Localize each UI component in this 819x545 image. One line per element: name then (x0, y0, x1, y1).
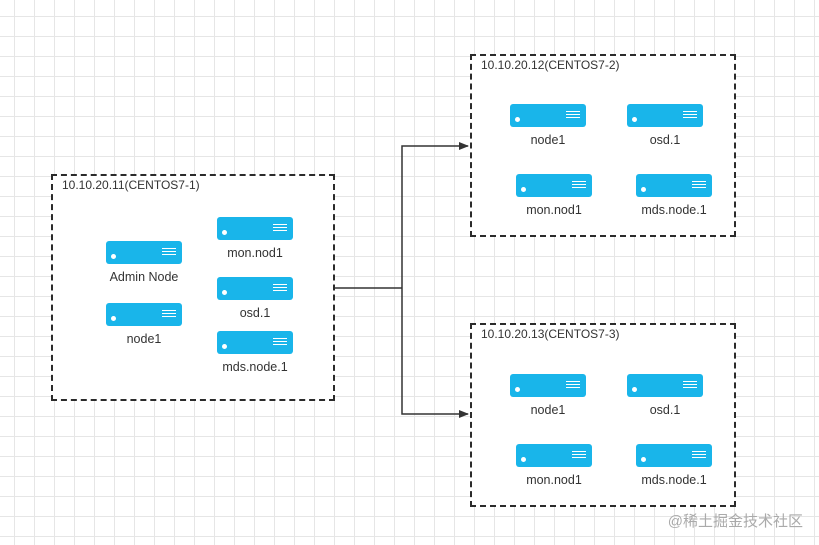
server-icon (510, 374, 586, 397)
node-label: osd.1 (239, 306, 271, 320)
node-osd[interactable]: osd.1 (620, 104, 710, 154)
node-label: node1 (126, 332, 162, 346)
host-group-centos7-1: 10.10.20.11(CENTOS7-1) Admin Node node1 … (51, 174, 335, 401)
node-label: osd.1 (649, 403, 681, 417)
node-label: mon.nod1 (526, 203, 582, 217)
server-icon (106, 303, 182, 326)
server-icon (636, 444, 712, 467)
node-node1[interactable]: node1 (503, 374, 593, 424)
server-icon (217, 331, 293, 354)
node-mds[interactable]: mds.node.1 (629, 444, 719, 494)
node-label: node1 (530, 403, 566, 417)
node-label: mon.nod1 (227, 246, 283, 260)
node-label: mds.node.1 (641, 473, 707, 487)
node-admin[interactable]: Admin Node (99, 241, 189, 291)
node-mon[interactable]: mon.nod1 (509, 174, 599, 224)
watermark: @稀土掘金技术社区 (667, 513, 803, 530)
host-group-centos7-2: 10.10.20.12(CENTOS7-2) node1 osd.1 mon.n… (470, 54, 736, 237)
node-node1[interactable]: node1 (503, 104, 593, 154)
server-icon (516, 174, 592, 197)
node-mds[interactable]: mds.node.1 (210, 331, 300, 381)
server-icon (217, 217, 293, 240)
server-icon (516, 444, 592, 467)
node-mds[interactable]: mds.node.1 (629, 174, 719, 224)
node-label: mds.node.1 (222, 360, 288, 374)
node-osd[interactable]: osd.1 (210, 277, 300, 327)
host-group-centos7-3: 10.10.20.13(CENTOS7-3) node1 osd.1 mon.n… (470, 323, 736, 507)
node-mon[interactable]: mon.nod1 (210, 217, 300, 267)
connector-to-centos7-2 (401, 142, 469, 288)
node-mon[interactable]: mon.nod1 (509, 444, 599, 494)
node-label: Admin Node (109, 270, 179, 284)
host-title: 10.10.20.13(CENTOS7-3) (481, 327, 620, 341)
server-icon (106, 241, 182, 264)
node-osd[interactable]: osd.1 (620, 374, 710, 424)
node-node1[interactable]: node1 (99, 303, 189, 353)
server-icon (627, 104, 703, 127)
node-label: node1 (530, 133, 566, 147)
host-title: 10.10.20.11(CENTOS7-1) (62, 178, 200, 192)
server-icon (636, 174, 712, 197)
node-label: osd.1 (649, 133, 681, 147)
server-icon (217, 277, 293, 300)
server-icon (627, 374, 703, 397)
host-title: 10.10.20.12(CENTOS7-2) (481, 58, 620, 72)
server-icon (510, 104, 586, 127)
node-label: mon.nod1 (526, 473, 582, 487)
connector-to-centos7-3 (401, 288, 469, 418)
node-label: mds.node.1 (641, 203, 707, 217)
